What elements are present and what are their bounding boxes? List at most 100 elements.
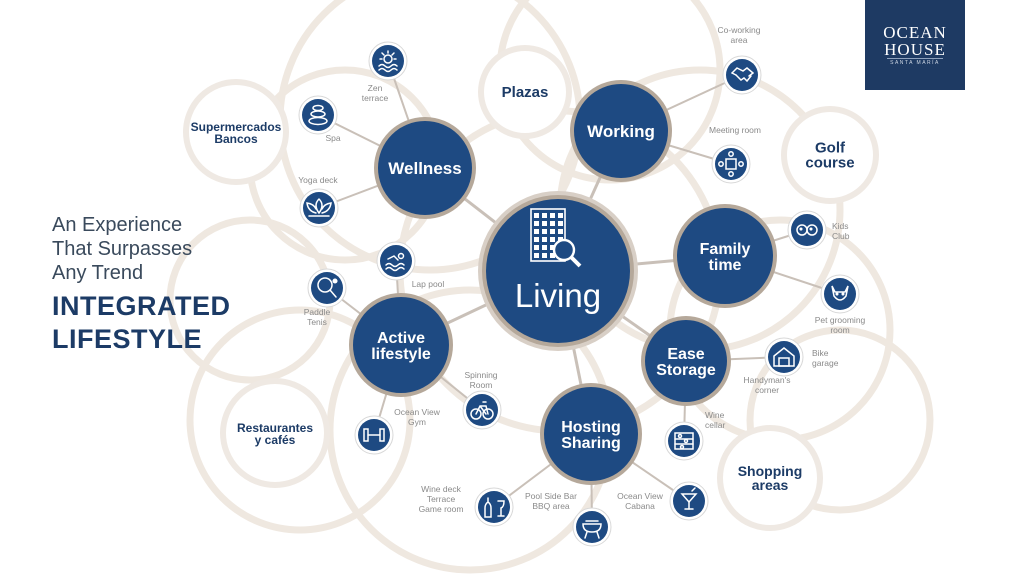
place-ring xyxy=(478,45,572,139)
place-bubble-plazas: Plazas xyxy=(478,45,572,139)
amenity-node-wine xyxy=(664,421,704,461)
hub-disc xyxy=(677,208,773,304)
amenity-node-winedeck xyxy=(474,487,514,527)
center-node-living: Living xyxy=(478,191,638,351)
kids-icon xyxy=(796,224,818,236)
headline-bold-2: LIFESTYLE xyxy=(52,324,203,354)
sun-wave-icon xyxy=(378,50,398,73)
hub-disc xyxy=(378,121,472,215)
amenity-node-zen xyxy=(368,41,408,81)
wine-cellar-icon xyxy=(674,432,694,450)
amenity-disc xyxy=(478,491,510,523)
amenity-disc xyxy=(726,59,758,91)
amenity-disc xyxy=(768,341,800,373)
logo-tagline: SANTA MARÍA xyxy=(890,60,940,66)
amenity-label-lap: Lap pool xyxy=(412,279,445,289)
hub-label-working: Working xyxy=(587,122,655,141)
swimmer-icon xyxy=(385,252,405,272)
hub-disc xyxy=(574,84,668,178)
headline-bold-1: INTEGRATED xyxy=(52,291,231,321)
garage-icon xyxy=(773,347,795,367)
amenity-node-meeting xyxy=(711,144,751,184)
hub-node-working: Working xyxy=(570,80,672,182)
amenity-disc xyxy=(302,99,334,131)
handshake-icon xyxy=(731,67,754,83)
paddle-icon xyxy=(317,277,338,298)
dumbbell-icon xyxy=(363,428,385,442)
amenity-disc xyxy=(576,511,608,543)
place-ring xyxy=(781,106,879,204)
amenity-disc xyxy=(466,394,498,426)
logo-line-2: HOUSE xyxy=(884,40,946,59)
hub-node-wellness: Wellness xyxy=(374,117,476,219)
amenity-label-meeting: Meeting room xyxy=(709,125,761,135)
center-label: Living xyxy=(515,277,601,314)
amenity-node-cowork xyxy=(722,55,762,95)
bicycle-icon xyxy=(470,401,494,420)
amenity-node-cabana xyxy=(669,481,709,521)
headline-line-3: Any Trend xyxy=(52,262,144,284)
spa-stones-icon xyxy=(308,104,328,126)
place-label-plazas: Plazas xyxy=(502,84,549,101)
logo-rule xyxy=(887,58,943,59)
place-ring xyxy=(717,425,823,531)
headline-line-2: That Surpasses xyxy=(52,238,193,260)
pet-icon xyxy=(831,285,849,301)
amenity-node-spin xyxy=(462,390,502,430)
meeting-icon xyxy=(718,151,744,177)
amenity-label-spa: Spa xyxy=(325,133,340,143)
brand-logo: OCEAN HOUSE SANTA MARÍA xyxy=(865,0,965,90)
amenity-disc xyxy=(824,278,856,310)
place-ring xyxy=(220,378,330,488)
ghost-ring xyxy=(186,306,414,534)
amenity-node-gym xyxy=(354,415,394,455)
amenity-node-yoga xyxy=(299,188,339,228)
wine-bottle-icon xyxy=(484,497,505,518)
amenity-label-yoga: Yoga deck xyxy=(298,175,338,185)
cocktail-icon xyxy=(680,487,698,510)
amenity-node-bike xyxy=(764,337,804,377)
lotus-icon xyxy=(306,198,332,217)
amenity-node-kids xyxy=(787,210,827,250)
building-search-icon xyxy=(530,208,582,268)
logo-line-1: OCEAN xyxy=(883,23,947,42)
amenity-node-spa xyxy=(298,95,338,135)
amenity-node-paddle xyxy=(307,268,347,308)
hub-disc xyxy=(353,297,449,393)
amenity-node-bbq xyxy=(572,507,612,547)
ghost-ring xyxy=(746,326,934,514)
hub-label-wellness: Wellness xyxy=(388,159,461,178)
place-ring xyxy=(183,79,289,185)
amenity-disc xyxy=(715,148,747,180)
bbq-icon xyxy=(582,520,602,539)
amenity-node-lap xyxy=(376,241,416,281)
hub-disc xyxy=(544,387,638,481)
